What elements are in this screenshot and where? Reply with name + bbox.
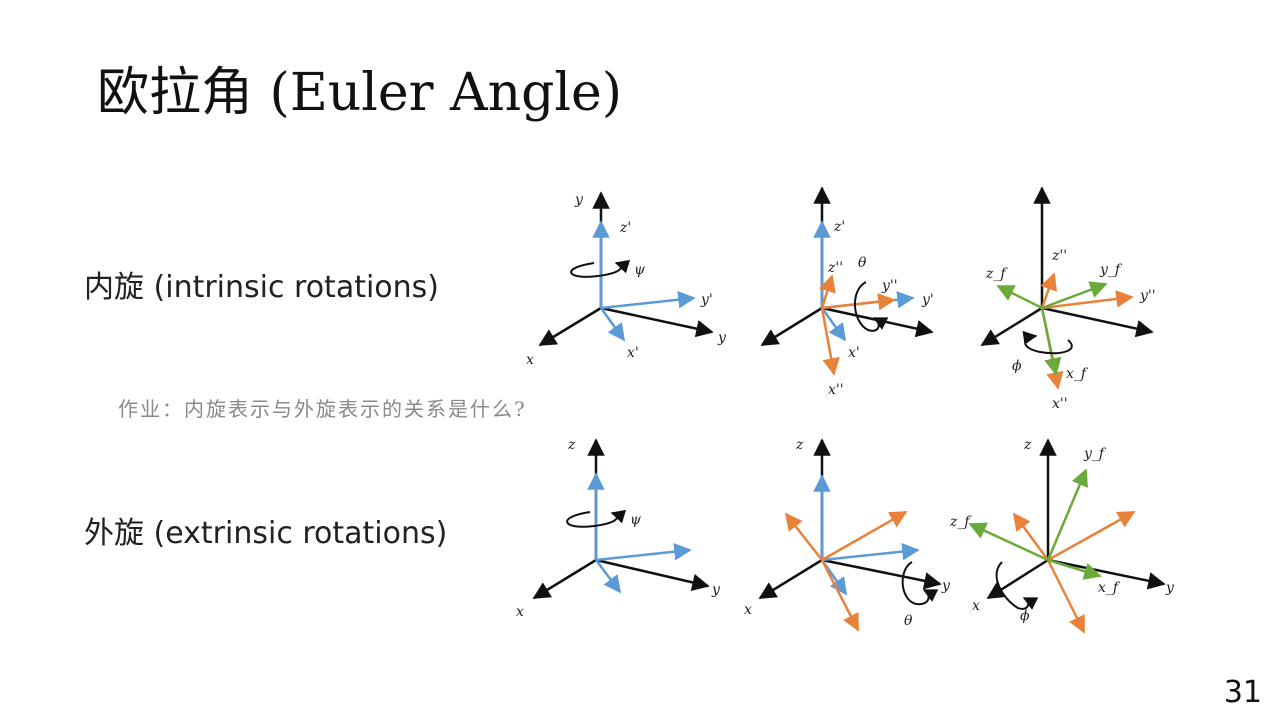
z-dprime-axis: [1040, 272, 1058, 309]
extrinsic-diagram-1: [532, 438, 710, 600]
x-prime-axis: [820, 307, 847, 342]
label-y: y: [941, 578, 951, 594]
y-prime-axis: [600, 290, 696, 310]
z-f-axis: [968, 522, 1049, 562]
x-prime-axis: [599, 307, 626, 342]
label-y: y: [1165, 580, 1175, 596]
label-z-prime: z': [833, 219, 845, 235]
y-axis: [821, 558, 942, 590]
label-x: x: [972, 598, 980, 614]
x-axis: [758, 558, 823, 600]
label-psi: ψ: [634, 262, 646, 278]
label-y: y: [711, 582, 721, 598]
y-f-axis: [1046, 468, 1088, 561]
page-number: 31: [1223, 675, 1262, 710]
y-axis: [1047, 558, 1166, 590]
intrinsic-diagram-1: [538, 191, 714, 347]
label-x: x: [516, 604, 524, 620]
orange-axis-b: [821, 510, 908, 562]
label-y-dprime: y'': [881, 278, 898, 294]
label-theta: θ: [858, 255, 867, 271]
orange-axis-a: [784, 512, 823, 561]
label-x-f: x_f: [1066, 366, 1089, 382]
y-prime-axis: [821, 542, 920, 562]
label-y-dprime: y'': [1139, 288, 1156, 304]
x-f-axis: [1040, 307, 1062, 376]
label-x-prime: x': [848, 345, 860, 361]
slide-title: 欧拉角 (Euler Angle): [97, 63, 623, 123]
label-x-prime: x': [627, 345, 639, 361]
label-x: x: [526, 352, 534, 368]
phi-rotation-arrow: [995, 561, 1039, 610]
label-x: x: [744, 602, 752, 618]
x-axis: [532, 558, 597, 600]
label-y-prime: y': [700, 292, 713, 308]
y-f-axis: [1041, 281, 1108, 310]
x-dprime-axis: [820, 307, 840, 376]
label-y-prime: y': [921, 292, 934, 308]
y-axis: [1041, 306, 1154, 338]
intrinsic-rotations-label: 内旋 (intrinsic rotations): [84, 270, 440, 305]
label-phi: ϕ: [1020, 608, 1030, 624]
label-x-dprime: x'': [828, 382, 844, 398]
theta-rotation-arrow: [901, 561, 939, 606]
x-axis: [986, 558, 1049, 600]
homework-question: 作业：内旋表示与外旋表示的关系是什么?: [118, 397, 527, 421]
orange-axis-c: [820, 559, 860, 632]
psi-rotation-arrow: [566, 509, 627, 528]
label-z: z: [1023, 437, 1032, 453]
label-z-prime: z': [619, 220, 631, 236]
intrinsic-diagram-2: [760, 186, 934, 376]
label-z-f: z_f: [985, 266, 1008, 282]
x-f-axis: [1047, 558, 1102, 580]
label-z: z: [567, 437, 576, 453]
intrinsic-diagram-3: [980, 186, 1154, 390]
label-x-dprime: x'': [1052, 396, 1068, 412]
label-z-dprime: z'': [1051, 248, 1067, 264]
x-axis: [980, 306, 1043, 347]
z-dprime-axis: [818, 274, 836, 309]
y-dprime-axis: [821, 293, 896, 311]
label-z-f: z_f: [949, 514, 972, 530]
label-theta: θ: [904, 613, 913, 629]
y-axis: [595, 558, 710, 591]
theta-rotation-arrow: [853, 281, 889, 332]
z-f-axis: [996, 284, 1043, 310]
label-z: y: [574, 192, 584, 208]
label-y-f: y_f: [1099, 262, 1123, 278]
x-axis: [760, 306, 823, 347]
label-phi: ϕ: [1012, 358, 1022, 374]
x-axis: [538, 306, 602, 347]
orange-axis-b: [1047, 510, 1136, 562]
x-prime-axis: [595, 559, 622, 594]
label-y-f: y_f: [1083, 446, 1107, 462]
label-x-f: x_f: [1098, 580, 1121, 596]
y-dprime-axis: [1041, 290, 1134, 310]
y-prime-axis: [595, 542, 692, 562]
label-z: z: [795, 437, 804, 453]
psi-rotation-arrow: [570, 259, 631, 278]
label-z-dprime: z'': [827, 260, 843, 276]
extrinsic-diagram-2: [758, 438, 942, 632]
label-y: y: [717, 330, 727, 346]
orange-axis-c: [1046, 559, 1086, 634]
extrinsic-rotations-label: 外旋 (extrinsic rotations): [84, 516, 448, 551]
extrinsic-diagram-3: [968, 438, 1166, 634]
y-axis: [600, 306, 714, 338]
orange-axis-a: [1012, 512, 1050, 561]
phi-rotation-arrow: [1022, 330, 1073, 355]
label-psi: ψ: [630, 512, 642, 528]
